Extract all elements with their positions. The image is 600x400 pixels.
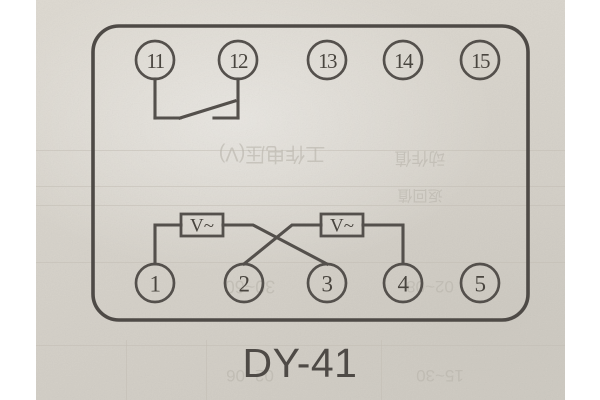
top-terminal-row: 11 12 13 14 15: [134, 39, 501, 81]
terminal-circle-15: [459, 39, 501, 81]
terminal-circle-14: [382, 39, 424, 81]
terminal-15: 15: [459, 39, 501, 81]
terminal-label-14: 14: [394, 49, 414, 73]
terminal-label-2: 2: [239, 272, 250, 297]
contact-wiring-group: [153, 77, 240, 120]
wire-terminal-1-to-coil-left: [153, 223, 183, 266]
terminal-12: 12: [217, 39, 259, 81]
voltage-coil-group: V~ V~: [179, 212, 365, 238]
voltage-coil-box-1: [179, 212, 225, 238]
wire-coil-right-to-terminal-4: [361, 223, 405, 266]
terminal-label-11: 11: [146, 49, 164, 73]
terminal-circle-1: [134, 262, 176, 304]
terminal-circle-12: [217, 39, 259, 81]
terminal-14: 14: [382, 39, 424, 81]
bottom-terminal-row: 1 2 3 4 5: [134, 262, 501, 304]
voltage-coil-2: V~: [319, 212, 365, 238]
terminal-2: 2: [223, 262, 265, 304]
terminal-label-3: 3: [322, 272, 333, 297]
terminal-3: 3: [306, 262, 348, 304]
voltage-coil-box-2: [319, 212, 365, 238]
voltage-coil-1: V~: [179, 212, 225, 238]
terminal-1: 1: [134, 262, 176, 304]
terminal-circle-13: [306, 39, 348, 81]
terminal-circle-2: [223, 262, 265, 304]
voltage-coil-label-1: V~: [190, 216, 214, 237]
terminal-label-4: 4: [398, 272, 410, 297]
relay-enclosure-outline: [91, 24, 530, 322]
terminal-4: 4: [382, 262, 424, 304]
wire-terminal-2-to-coil-right: [241, 223, 323, 267]
terminal-label-1: 1: [150, 272, 161, 297]
terminal-13: 13: [306, 39, 348, 81]
terminal-circle-4: [382, 262, 424, 304]
terminal-11: 11: [134, 39, 176, 81]
terminal-label-15: 15: [471, 49, 490, 73]
terminal-circle-11: [134, 39, 176, 81]
terminal-label-12: 12: [229, 49, 248, 73]
terminal-5: 5: [459, 262, 501, 304]
terminal-circle-3: [306, 262, 348, 304]
wire-coil-left-to-terminal-3: [221, 223, 330, 267]
terminal-label-13: 13: [318, 49, 337, 73]
terminal-circle-5: [459, 262, 501, 304]
terminal-label-5: 5: [475, 272, 486, 297]
contact-blade: [178, 99, 237, 120]
voltage-coil-label-2: V~: [330, 216, 354, 237]
coil-wiring-group: [153, 223, 405, 267]
